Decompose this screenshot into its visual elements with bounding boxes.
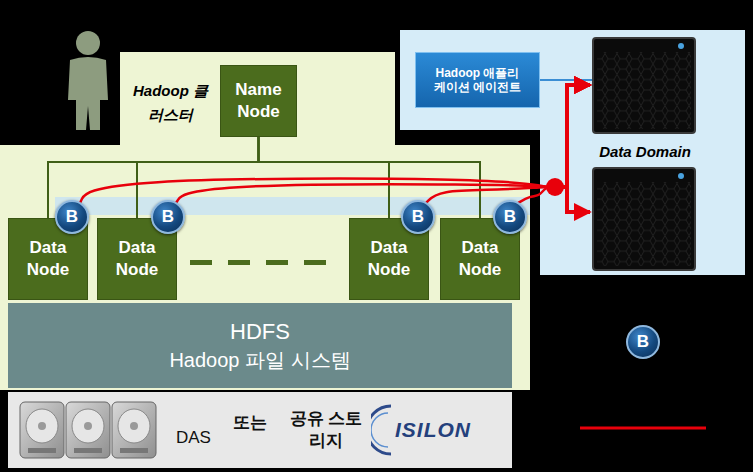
backup-badge: B [55,200,89,234]
disk-port [120,448,148,453]
disk-platter [26,409,58,443]
ellipsis-dash [266,260,288,265]
backup-badge: B [493,200,527,234]
backup-badge: B [151,200,185,234]
logo-arc [371,406,391,454]
node-label: B [504,206,516,228]
node-label: Data Node [9,237,87,281]
logo-arc [371,413,388,447]
disk-icon [66,402,110,458]
disk-port [74,448,102,453]
backup-badge: B [626,325,660,359]
node-label: Data Node [350,237,428,281]
node-label: Data Node [98,237,176,281]
node-label: 공유 스토리지 [287,408,365,452]
disk-icon [112,402,156,458]
panel-ground [400,30,745,275]
node-label: Hadoop 클러스터 [128,79,213,127]
hdfs-layer: HDFSHadoop 파일 시스템 [8,303,512,388]
appliance-body [593,38,695,133]
node-label: B [412,206,424,228]
person-icon [68,31,108,130]
disk-body [20,402,64,458]
appliance-grille [597,182,691,266]
ellipsis-dash [304,260,326,265]
ellipsis-dash [190,260,212,265]
disk-spindle [38,422,46,430]
disk-body [112,402,156,458]
node-label: Data Node [441,237,519,281]
disk-body [66,402,110,458]
ellipsis-dash [228,260,250,265]
backup-arrow [555,85,590,187]
disk-icon [20,402,64,458]
node-label: ISILON [395,418,471,442]
backup-band [55,197,530,215]
disk-port [28,448,56,453]
node-label: Hadoop 파일 시스템 [169,347,350,373]
storage-strip: DAS 또는 공유 스토리지 ISILON [8,392,512,468]
disk-platter [118,409,150,443]
node-label: 또는 [233,411,267,434]
appliance-icon [593,38,695,133]
appliance-icon [593,168,695,270]
disk-spindle [84,422,92,430]
merge-dot [546,178,564,196]
disk-spindle [130,422,138,430]
appliance-light [678,173,684,179]
name-node-box: Name Node [220,65,297,137]
agent-box: Hadoop 애플리케이션 에이전트 [415,52,540,108]
appliance-body [593,168,695,270]
node-label: B [66,206,78,228]
node-label: B [637,331,649,353]
node-label: HDFS [230,318,290,347]
logo-swoosh [371,403,393,457]
node-label: Data Domain [585,142,705,162]
node-label: Hadoop 애플리케이션 에이전트 [432,66,524,95]
person-body [68,57,108,130]
backup-badge: B [401,200,435,234]
agent-link [540,79,593,81]
node-label: B [162,206,174,228]
appliance-grille [597,52,691,129]
person-head [76,31,100,55]
disk-icons [8,397,168,463]
node-label: Name Node [221,79,296,123]
disk-platter [72,409,104,443]
appliance-light [678,43,684,49]
node-label: DAS [176,428,211,448]
legend-line [580,427,706,430]
